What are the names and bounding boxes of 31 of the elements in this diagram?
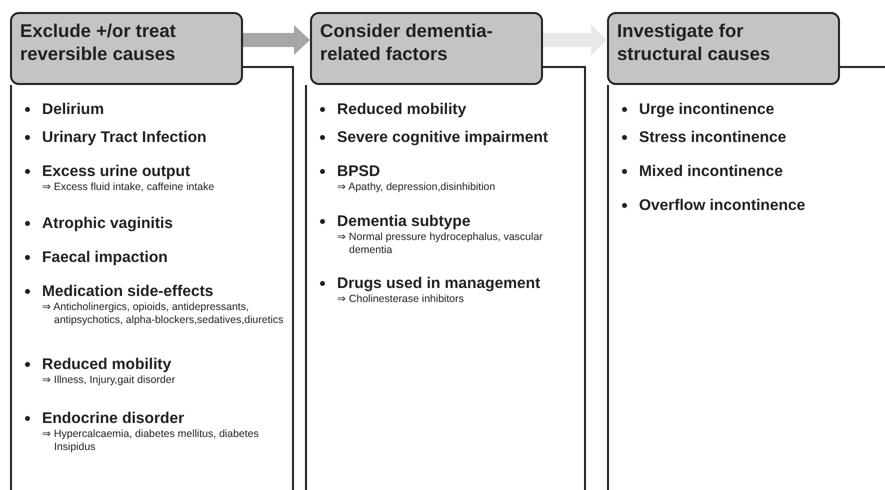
bullet-item: Endocrine disorder [22, 409, 290, 428]
bullet-item: Excess urine output [22, 162, 290, 181]
block-arrow [543, 25, 607, 55]
block-arrow [243, 25, 310, 55]
sub-item-text: ⇒ Illness, Injury,gait disorder [41, 374, 176, 387]
sub-item-text: ⇒ Normal pressure hydrocephalus, vascular dementia [336, 231, 544, 257]
bullet-item: Delirium [22, 100, 290, 119]
bullet-item: Drugs used in management [317, 274, 582, 293]
bullet-item: Stress incontinence [619, 128, 885, 147]
bullet-item: Urinary Tract Infection [22, 128, 290, 147]
bullet-item: Faecal impaction [22, 248, 290, 267]
header-box: Exclude +/or treat reversible causes [10, 12, 243, 85]
bullet-item: Severe cognitive impairment [317, 128, 582, 147]
bullet-item: Atrophic vaginitis [22, 214, 290, 233]
sub-item-text: ⇒ Anticholinergics, opioids, antidepressants, antipsychotics, alpha-blockers,sedatives,diuretics [41, 301, 284, 327]
list-panel [305, 85, 586, 490]
list-panel [10, 85, 294, 490]
sub-item-text: ⇒ Hypercalcaemia, diabetes mellitus, diabetes Insipidus [41, 428, 260, 454]
bullet-item: Mixed incontinence [619, 162, 885, 181]
bullet-item: Overflow incontinence [619, 196, 885, 215]
header-box: Investigate for structural causes [607, 12, 840, 85]
bullet-item: Urge incontinence [619, 100, 885, 119]
sub-item-text: ⇒ Apathy, depression,disinhibition [336, 181, 496, 194]
bullet-item: BPSD [317, 162, 582, 181]
header-box: Consider dementia-related factors [310, 12, 543, 85]
bullet-item: Dementia subtype [317, 212, 582, 231]
bullet-item: Reduced mobility [22, 355, 290, 374]
sub-item-text: ⇒ Excess fluid intake, caffeine intake [41, 181, 216, 194]
sub-item-text: ⇒ Cholinesterase inhibitors [336, 293, 465, 306]
bullet-item: Reduced mobility [317, 100, 582, 119]
bullet-item: Medication side-effects [22, 282, 290, 301]
